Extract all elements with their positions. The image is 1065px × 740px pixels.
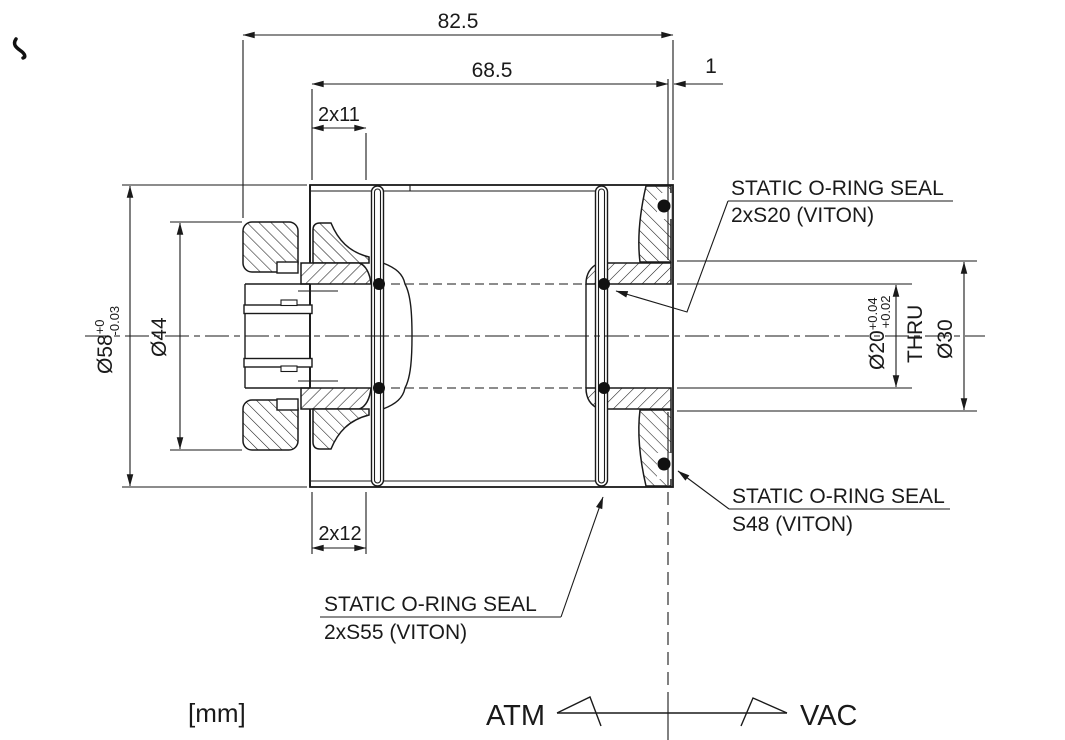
dia20-tol-upper: +0.04 [865,297,880,330]
dia20-value: Ø20 [866,330,889,370]
cap-top-section [242,221,299,273]
dimension-bottom-grooves: 2x12 [311,492,367,554]
dim-dia20-thru-text: THRU [904,305,927,363]
oring-s48-top [657,199,671,213]
oring-s20-right-top [598,278,610,290]
left-flange-bottom-section [312,408,370,450]
finger-tab-top [280,299,298,307]
stray-mark [12,37,27,60]
callout-oring-s48: STATIC O-RING SEAL S48 (VITON) [677,470,950,536]
part-cross-section [85,184,985,740]
dimension-overall-length: 82.5 [242,10,674,218]
dim-flange-offset-text: 1 [705,55,717,78]
dimension-dia30: Ø30 [677,260,977,412]
finger-tab-bottom [280,365,298,373]
dim-bottom-grooves-text: 2x12 [318,523,361,545]
units-label: [mm] [188,698,246,728]
dim-dia20-text: Ø20+0.04+0.02 [865,295,893,370]
cap-bottom-section [242,399,299,451]
atm-label: ATM [486,700,545,732]
atm-arrow-icon [556,696,602,727]
dimension-flange-offset: 1 [673,55,723,88]
vac-arrow-icon [740,697,788,727]
callout-s55-line1: STATIC O-RING SEAL [324,593,537,616]
dim-dia44-text: Ø44 [148,317,171,357]
dim-dia58-text: Ø58+0-0.03 [92,306,122,374]
callout-s48-line1: STATIC O-RING SEAL [732,485,945,508]
dia58-tol-lower: -0.03 [107,306,122,336]
cap-bottom-notch [276,398,299,411]
oring-s20-right-bottom [598,382,610,394]
dia58-value: Ø58 [94,334,117,374]
callout-s20-line1: STATIC O-RING SEAL [731,177,944,200]
cap-top-notch [276,261,299,274]
left-flange-top-section [312,222,370,264]
dimension-dia20: Ø20+0.04+0.02 THRU [677,283,927,389]
callout-oring-s55: STATIC O-RING SEAL 2xS55 (VITON) [320,496,604,644]
dimension-dia44: Ø44 [148,221,242,451]
dia20-tol-lower: +0.02 [878,295,893,328]
oring-s20-left-top [373,278,385,290]
callout-s48-line2: S48 (VITON) [732,513,853,536]
callout-s20-line2: 2xS20 (VITON) [731,204,874,227]
left-flange-top-strip-section [300,262,372,285]
oring-s48-bottom [657,457,671,471]
callouts: STATIC O-RING SEAL 2xS20 (VITON) STATIC … [320,177,953,644]
dimension-dia58: Ø58+0-0.03 [92,184,307,488]
flow-symbols: ATM VAC [486,696,857,732]
left-flange-bottom-strip-section [300,387,372,410]
dimensions: 82.5 68.5 1 2x11 2x12 [92,10,977,554]
dim-top-grooves-text: 2x11 [318,104,360,126]
callout-s55-line2: 2xS55 (VITON) [324,621,467,644]
callout-oring-s20: STATIC O-RING SEAL 2xS20 (VITON) [615,177,953,313]
contact-finger-bottom [243,357,313,368]
dimension-body-length: 68.5 [311,59,669,186]
oring-s20-left-bottom [373,382,385,394]
dia58-tol-upper: +0 [92,319,107,334]
dim-overall-length-text: 82.5 [438,10,479,33]
vac-label: VAC [800,700,857,732]
dimension-top-grooves: 2x11 [311,104,367,180]
dim-dia30-text: Ø30 [934,319,957,359]
contact-finger-top [243,304,313,315]
dim-body-length-text: 68.5 [472,59,513,82]
